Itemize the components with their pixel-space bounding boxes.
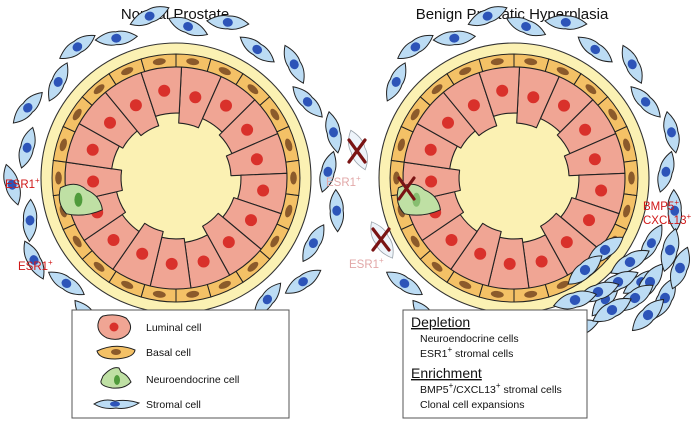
esr1-faded-label-upper: ESR1+ [326, 174, 361, 189]
stromal-cell [18, 126, 36, 169]
legend-label-basal: Basal cell [146, 347, 191, 359]
cluster-stromal-cell-11 [670, 246, 690, 290]
stromal-cell [505, 16, 547, 37]
stromal-cell [432, 30, 477, 46]
stromal-cell-icon [93, 399, 141, 409]
stromal-cell [283, 44, 305, 84]
legend-label-stromal: Stromal cell [146, 399, 201, 411]
stromal-cell [48, 62, 69, 102]
stromal-cell [325, 110, 342, 154]
depletion-item-neuroendocrine: Neuroendocrine cells [420, 333, 519, 345]
stromal-cell [385, 271, 423, 296]
stromal-cell [253, 282, 282, 317]
bmp5-cxcl13-stromal-cluster [552, 227, 690, 332]
depletion-heading: Depletion [411, 314, 470, 330]
depletion-item-esr1-stromal: ESR1+ stromal cells [420, 345, 513, 360]
summary-panel [402, 309, 588, 419]
legend-label-neuroendocrine: Neuroendocrine cell [146, 374, 239, 386]
stromal-cell [667, 188, 683, 233]
bmp5-label: BMP5+ [643, 198, 679, 213]
stromal-cell [3, 163, 21, 206]
esr1-label-lower: ESR1+ [18, 258, 53, 273]
stromal-cell [167, 16, 209, 37]
cluster-stromal-cell-2 [567, 255, 603, 285]
stromal-cell [329, 188, 345, 233]
stromal-cell [129, 6, 170, 27]
cluster-stromal-cell-12 [660, 227, 680, 273]
stromal-cell [657, 150, 675, 193]
stromal-cell [630, 86, 661, 118]
stromal-cell [386, 62, 407, 102]
normal-prostate-gland [3, 6, 345, 350]
cluster-stromal-cell-8 [552, 290, 598, 310]
stromal-cell [47, 271, 85, 296]
cluster-stromal-cell-9 [592, 297, 632, 323]
enrichment-heading: Enrichment [411, 365, 482, 381]
basal-cell-icon [96, 345, 136, 360]
esr1-label-upper: ESR1+ [5, 176, 40, 191]
neuroendocrine-cell [58, 183, 103, 216]
luminal-cell-icon [97, 314, 132, 340]
cluster-stromal-cell-10 [631, 298, 665, 332]
stromal-cell [397, 34, 434, 59]
stromal-cell [59, 34, 96, 59]
neuroendocrine-cell-icon [100, 367, 132, 389]
stromal-cell [239, 36, 275, 63]
stromal-cell [621, 44, 643, 84]
stromal-cell [22, 198, 38, 243]
cross-mark-stromal-lower [371, 227, 391, 252]
stromal-cell [544, 14, 588, 30]
enrichment-item-clonal-expansion: Clonal cell expansions [420, 399, 524, 411]
stromal-cell [284, 269, 322, 294]
cross-mark-neuroendocrine [397, 176, 416, 201]
cross-mark-stromal-upper [347, 138, 367, 164]
stromal-cell [94, 30, 139, 46]
stromal-cell [292, 86, 323, 118]
stromal-cell [577, 36, 613, 63]
stromal-cell [319, 150, 337, 193]
stromal-cell [23, 240, 45, 280]
stromal-cell [206, 14, 250, 30]
enrichment-item-bmp5-cxcl13: BMP5+/CXCL13+ stromal cells [420, 381, 562, 396]
stromal-cell [302, 224, 325, 263]
bph-gland [348, 6, 683, 350]
esr1-faded-label-lower: ESR1+ [349, 256, 384, 271]
legend-label-luminal: Luminal cell [146, 322, 201, 334]
stromal-cell [12, 91, 43, 124]
cxcl13-label: CXCL13+ [643, 212, 691, 227]
stromal-cell [467, 6, 508, 27]
stromal-cell [663, 110, 680, 154]
